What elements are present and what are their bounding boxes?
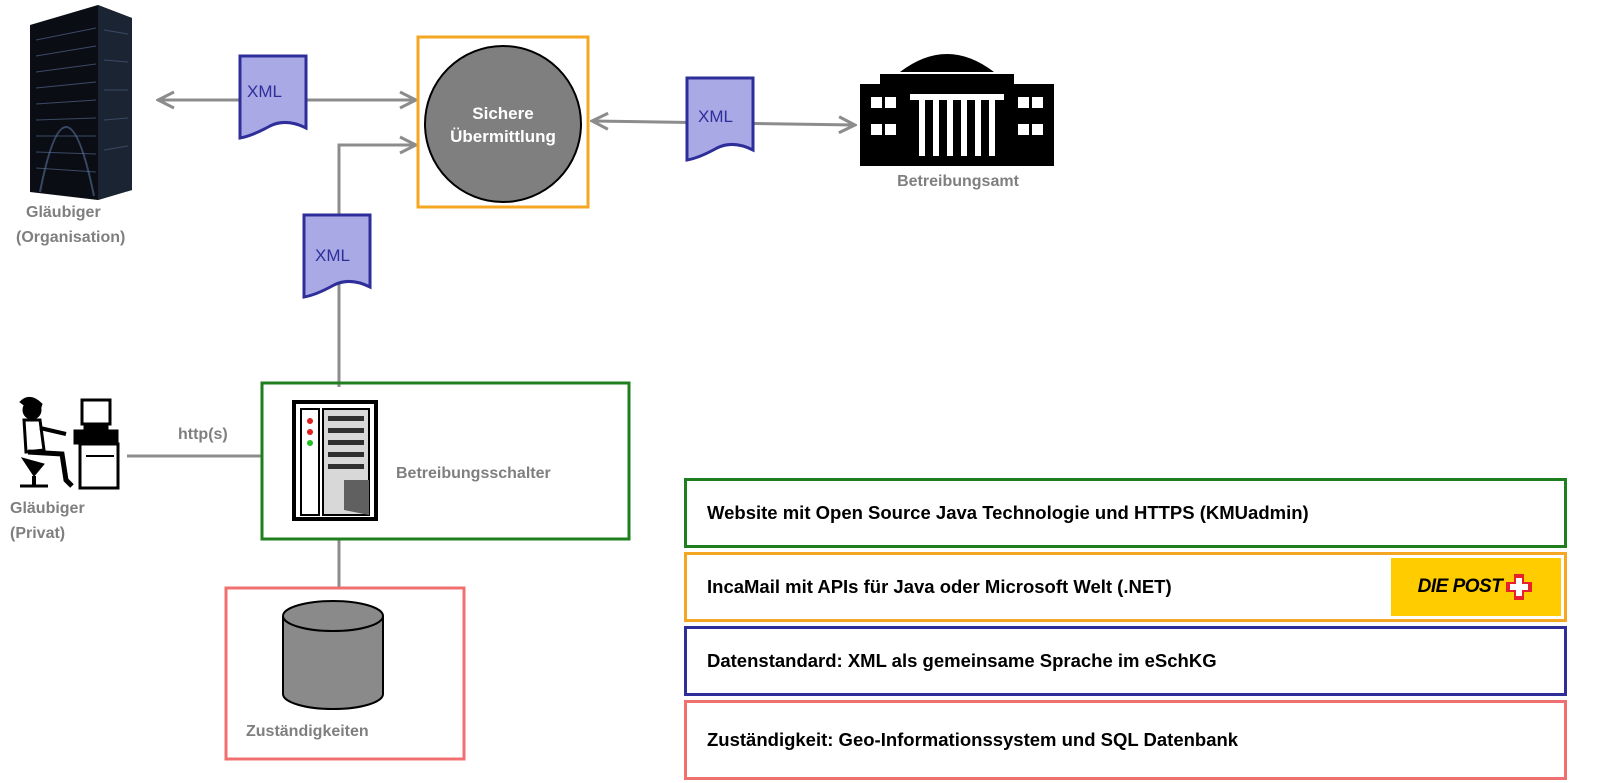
creditor-org-label-2: (Organisation) xyxy=(16,229,125,246)
die-post-logo-text: DIE POST xyxy=(1417,576,1503,597)
http-label: http(s) xyxy=(178,426,228,443)
responsibilities-box xyxy=(224,586,466,761)
arrow-counter-to-transfer xyxy=(337,145,416,387)
counter-label: Betreibungsschalter xyxy=(396,465,551,482)
legend-text-blue: Datenstandard: XML als gemeinsame Sprach… xyxy=(707,650,1217,671)
creditor-org-label-1: Gläubiger xyxy=(26,204,101,221)
xml-document-middle: XML xyxy=(302,213,372,299)
legend-item-orange: IncaMail mit APIs für Java oder Microsof… xyxy=(684,552,1567,622)
office-label: Betreibungsamt xyxy=(897,173,1019,190)
die-post-logo: DIE POST xyxy=(1391,558,1561,616)
secure-transfer-circle xyxy=(424,45,582,203)
legend-text-orange: IncaMail mit APIs für Java oder Microsof… xyxy=(707,576,1172,597)
legend-item-blue: Datenstandard: XML als gemeinsame Sprach… xyxy=(684,626,1567,696)
xml-document-right: XML xyxy=(685,76,755,162)
person-at-computer-icon xyxy=(19,397,120,490)
xml-document-top-left: XML xyxy=(238,54,308,140)
server-icon xyxy=(292,400,378,521)
secure-transfer-label-2: Übermittlung xyxy=(450,127,556,146)
xml-label-1: XML xyxy=(247,82,282,101)
database-icon xyxy=(282,600,384,710)
legend-item-green: Website mit Open Source Java Technologie… xyxy=(684,478,1567,548)
swiss-cross-icon xyxy=(1506,574,1533,600)
responsibilities-label: Zuständigkeiten xyxy=(246,723,369,740)
creditor-private-label-1: Gläubiger xyxy=(10,500,85,517)
government-building-icon xyxy=(860,54,1054,166)
xml-label-2: XML xyxy=(315,246,350,265)
secure-transfer-label-1: Sichere xyxy=(472,104,533,123)
counter-box xyxy=(260,381,631,541)
office-tower-icon xyxy=(30,5,132,200)
legend-text-red: Zuständigkeit: Geo-Informationssystem un… xyxy=(707,729,1239,750)
creditor-private-label-2: (Privat) xyxy=(10,525,65,542)
xml-label-3: XML xyxy=(698,107,733,126)
legend-item-red: Zuständigkeit: Geo-Informationssystem un… xyxy=(684,700,1567,780)
legend-text-green: Website mit Open Source Java Technologie… xyxy=(707,502,1309,523)
secure-transfer-box xyxy=(416,35,590,209)
